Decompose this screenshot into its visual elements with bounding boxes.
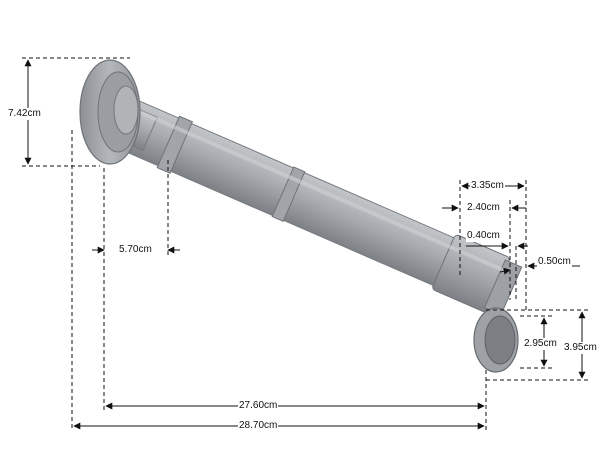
label-overall-length: 28.70cm (238, 420, 279, 432)
label-flange-to-pipe: 5.70cm (118, 244, 153, 256)
label-outer-diameter: 3.95cm (563, 342, 598, 354)
label-flange-height: 7.42cm (7, 108, 42, 120)
label-end-inner: 2.40cm (466, 202, 501, 214)
label-inner-length: 27.60cm (238, 400, 279, 412)
pipe-body (79, 59, 523, 373)
label-bore-diameter: 2.95cm (523, 338, 558, 350)
label-wall-a: 0.40cm (466, 230, 501, 242)
label-wall-b: 0.50cm (537, 256, 572, 268)
label-end-outer: 3.35cm (470, 180, 505, 192)
